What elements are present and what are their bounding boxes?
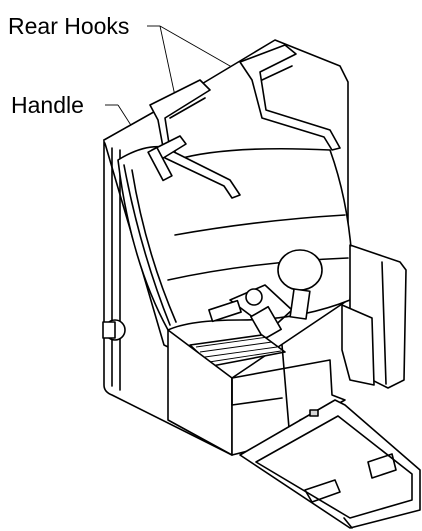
right-side-panel [341,244,407,389]
rear-hook-right [239,44,341,151]
rear-hooks-label: Rear Hooks [8,13,130,39]
drip-grille [189,334,286,367]
interior-components [208,249,323,341]
lower-housing [167,329,346,456]
handle-label: Handle [11,92,84,118]
handle [147,135,187,182]
bottom-tray [239,399,421,529]
